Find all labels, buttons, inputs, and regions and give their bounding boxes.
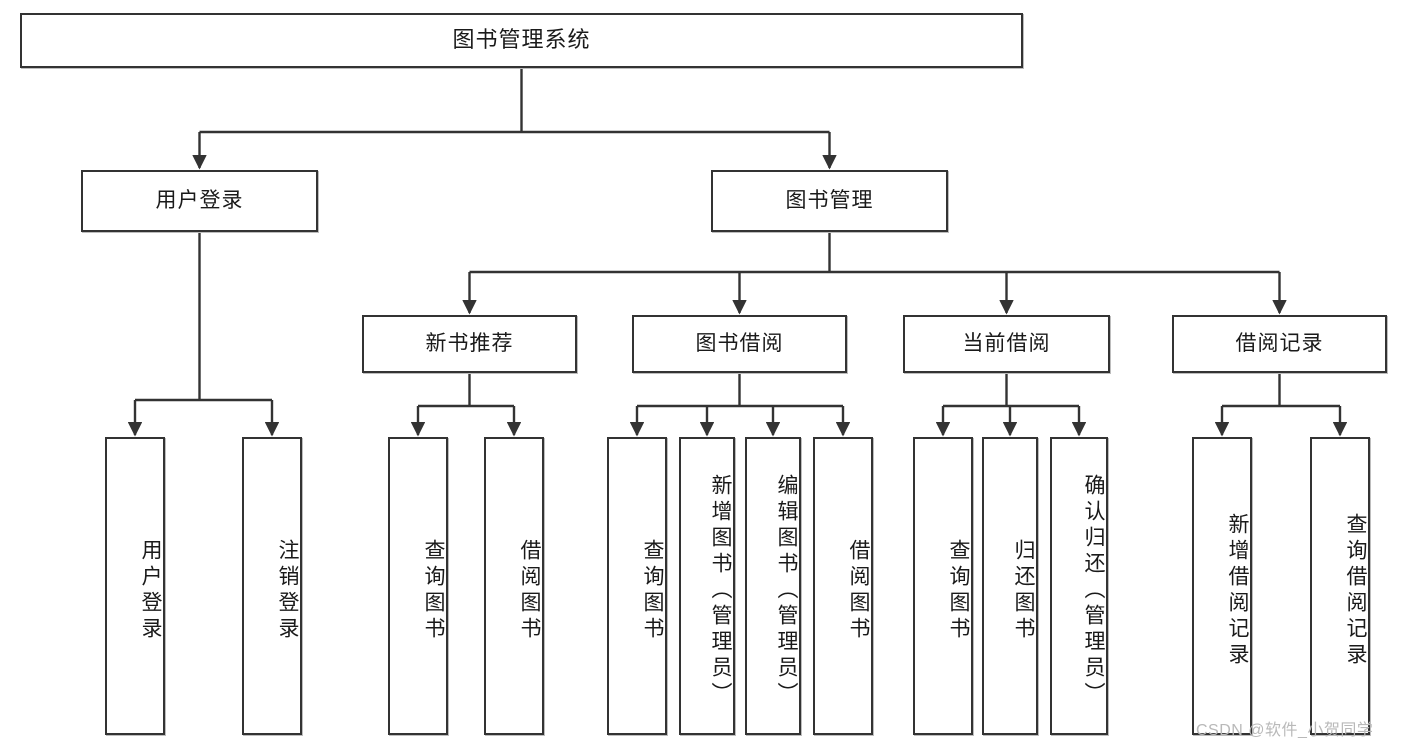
node-label: 查询图书	[641, 539, 664, 643]
node-label: 当前借阅	[962, 332, 1051, 356]
node-leaf-query-borrow-record[interactable]: 查询借阅记录	[1310, 437, 1370, 735]
node-label: 新书推荐	[425, 332, 514, 356]
node-label: 归还图书	[1012, 539, 1035, 643]
node-leaf-edit-book-admin[interactable]: 编辑图书（管理员）	[745, 437, 801, 735]
node-label: 用户登录	[139, 539, 162, 643]
node-label: 新增图书（管理员）	[709, 474, 732, 708]
node-label: 确认归还（管理员）	[1082, 474, 1105, 708]
node-label: 新增借阅记录	[1226, 513, 1249, 669]
node-leaf-borrow-book-rec[interactable]: 借阅图书	[484, 437, 544, 735]
node-borrow-record[interactable]: 借阅记录	[1172, 315, 1387, 373]
node-root-root[interactable]: 图书管理系统	[20, 13, 1023, 68]
node-user-login[interactable]: 用户登录	[81, 170, 318, 232]
node-label: 图书管理	[785, 189, 874, 213]
node-book-borrow[interactable]: 图书借阅	[632, 315, 847, 373]
node-label: 注销登录	[276, 539, 299, 643]
node-leaf-query-book-rec[interactable]: 查询图书	[388, 437, 448, 735]
node-label: 查询借阅记录	[1344, 513, 1367, 669]
node-leaf-query-book-cb[interactable]: 查询图书	[913, 437, 973, 735]
node-label: 用户登录	[155, 189, 244, 213]
node-current-borrow[interactable]: 当前借阅	[903, 315, 1110, 373]
node-leaf-user-logout[interactable]: 注销登录	[242, 437, 302, 735]
node-label: 图书借阅	[695, 332, 784, 356]
node-leaf-add-borrow-record[interactable]: 新增借阅记录	[1192, 437, 1252, 735]
node-label: 查询图书	[422, 539, 445, 643]
node-label: 编辑图书（管理员）	[775, 474, 798, 708]
node-label: 图书管理系统	[452, 27, 591, 53]
node-leaf-add-book-admin[interactable]: 新增图书（管理员）	[679, 437, 735, 735]
csdn-watermark: CSDN @软件_小贺同学	[1196, 722, 1374, 739]
node-label: 查询图书	[947, 539, 970, 643]
node-label: 借阅图书	[847, 539, 870, 643]
node-book-manage[interactable]: 图书管理	[711, 170, 948, 232]
node-leaf-borrow-book-bb[interactable]: 借阅图书	[813, 437, 873, 735]
node-new-book-recommend[interactable]: 新书推荐	[362, 315, 577, 373]
node-leaf-return-book[interactable]: 归还图书	[982, 437, 1038, 735]
node-leaf-user-login[interactable]: 用户登录	[105, 437, 165, 735]
node-label: 借阅图书	[518, 539, 541, 643]
node-leaf-query-book-bb[interactable]: 查询图书	[607, 437, 667, 735]
node-label: 借阅记录	[1235, 332, 1324, 356]
node-leaf-confirm-return-admin[interactable]: 确认归还（管理员）	[1050, 437, 1108, 735]
